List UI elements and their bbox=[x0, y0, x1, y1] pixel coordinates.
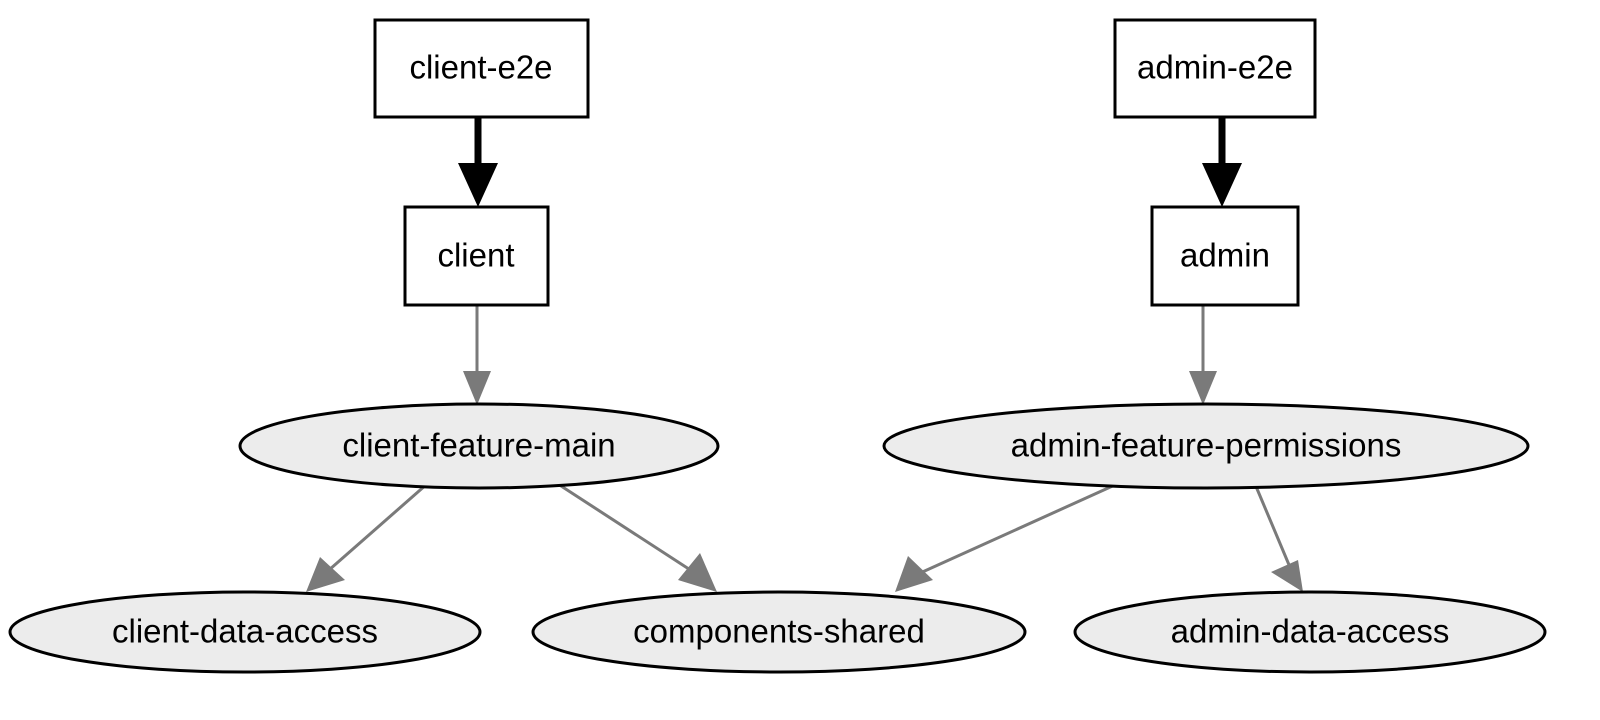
node-admin-feature-permissions[interactable]: admin-feature-permissions bbox=[882, 402, 1530, 490]
edge-client-feature-main-to-client-data-access bbox=[306, 482, 428, 592]
node-components-shared-label: components-shared bbox=[633, 613, 925, 650]
node-client-e2e-label: client-e2e bbox=[409, 49, 552, 86]
node-admin[interactable]: admin bbox=[1150, 205, 1300, 307]
node-admin-e2e[interactable]: admin-e2e bbox=[1113, 18, 1317, 119]
node-client-data-access[interactable]: client-data-access bbox=[8, 590, 482, 674]
edge-client-feature-main-to-components-shared bbox=[557, 482, 717, 592]
edge-admin-feature-permissions-to-admin-data-access bbox=[1253, 483, 1303, 592]
edge-admin-feature-permissions-to-components-shared bbox=[895, 482, 1118, 592]
node-components-shared[interactable]: components-shared bbox=[531, 590, 1027, 674]
edge-client-e2e-to-client bbox=[458, 118, 498, 207]
node-client-label: client bbox=[437, 237, 514, 274]
node-client-e2e[interactable]: client-e2e bbox=[373, 18, 590, 119]
node-admin-feature-permissions-label: admin-feature-permissions bbox=[1011, 427, 1402, 464]
node-admin-data-access[interactable]: admin-data-access bbox=[1073, 590, 1547, 674]
node-client-data-access-label: client-data-access bbox=[112, 613, 378, 650]
node-client[interactable]: client bbox=[403, 205, 550, 307]
edge-admin-e2e-to-admin bbox=[1202, 118, 1242, 207]
edge-admin-to-admin-feature-permissions bbox=[1189, 306, 1217, 405]
node-admin-data-access-label: admin-data-access bbox=[1171, 613, 1450, 650]
node-client-feature-main-label: client-feature-main bbox=[342, 427, 615, 464]
node-admin-label: admin bbox=[1180, 237, 1270, 274]
node-client-feature-main[interactable]: client-feature-main bbox=[238, 402, 720, 490]
node-admin-e2e-label: admin-e2e bbox=[1137, 49, 1293, 86]
edge-client-to-client-feature-main bbox=[463, 306, 491, 405]
